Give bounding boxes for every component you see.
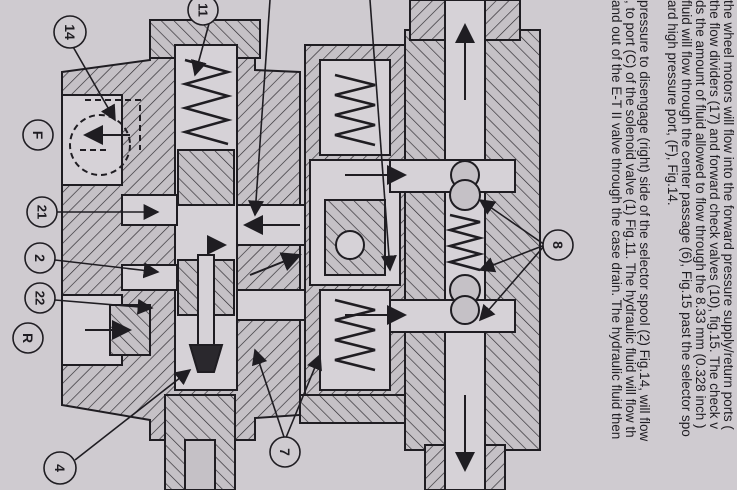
text-line-4: fluid will flow through the center passa… [679, 0, 694, 437]
callout-label: 11 [196, 3, 211, 17]
callout-label: F [30, 131, 46, 140]
callout-label: 8 [550, 241, 566, 249]
callout-label: 14 [62, 24, 78, 40]
text-line-5: ard high pressure port, (F), Fig.14. [665, 0, 680, 206]
callout-4: 4 [43, 451, 77, 485]
callout-14: 14 [53, 15, 87, 49]
text-line-8: and out of the E-T II valve through the … [609, 0, 624, 439]
flow-arrows [83, 23, 475, 472]
callout-label: 21 [35, 205, 50, 219]
callout-21: 21 [26, 196, 58, 228]
flow-divider-body [389, 0, 541, 490]
callout-label: R [20, 333, 36, 343]
callout-label: 4 [52, 464, 68, 472]
leader-lines [54, 0, 546, 461]
callout-F: F [22, 119, 54, 151]
manual-text-block: the wheel motors will flow into the forw… [609, 0, 736, 441]
text-line-2: the flow dividers (17) and forward check… [707, 0, 722, 429]
check-valve-body [299, 44, 411, 424]
callout-7: 7 [269, 436, 301, 468]
callout-22: 22 [24, 282, 56, 314]
text-line-7: , to port (C) of the solenoid valve (1) … [623, 0, 638, 438]
callout-label: 7 [277, 448, 293, 456]
text-line-6: pressure to disengage (right) side of th… [637, 0, 652, 441]
text-line-1: the wheel motors will flow into the forw… [721, 0, 736, 430]
callout-label: 2 [32, 254, 48, 262]
text-line-3: ds the amount of fluid allowed to flow t… [693, 0, 708, 429]
callout-R: R [12, 322, 44, 354]
callout-11: 11 [187, 0, 219, 26]
callout-label: 22 [33, 291, 48, 305]
callout-2: 2 [24, 242, 56, 274]
callout-8: 8 [542, 229, 574, 261]
